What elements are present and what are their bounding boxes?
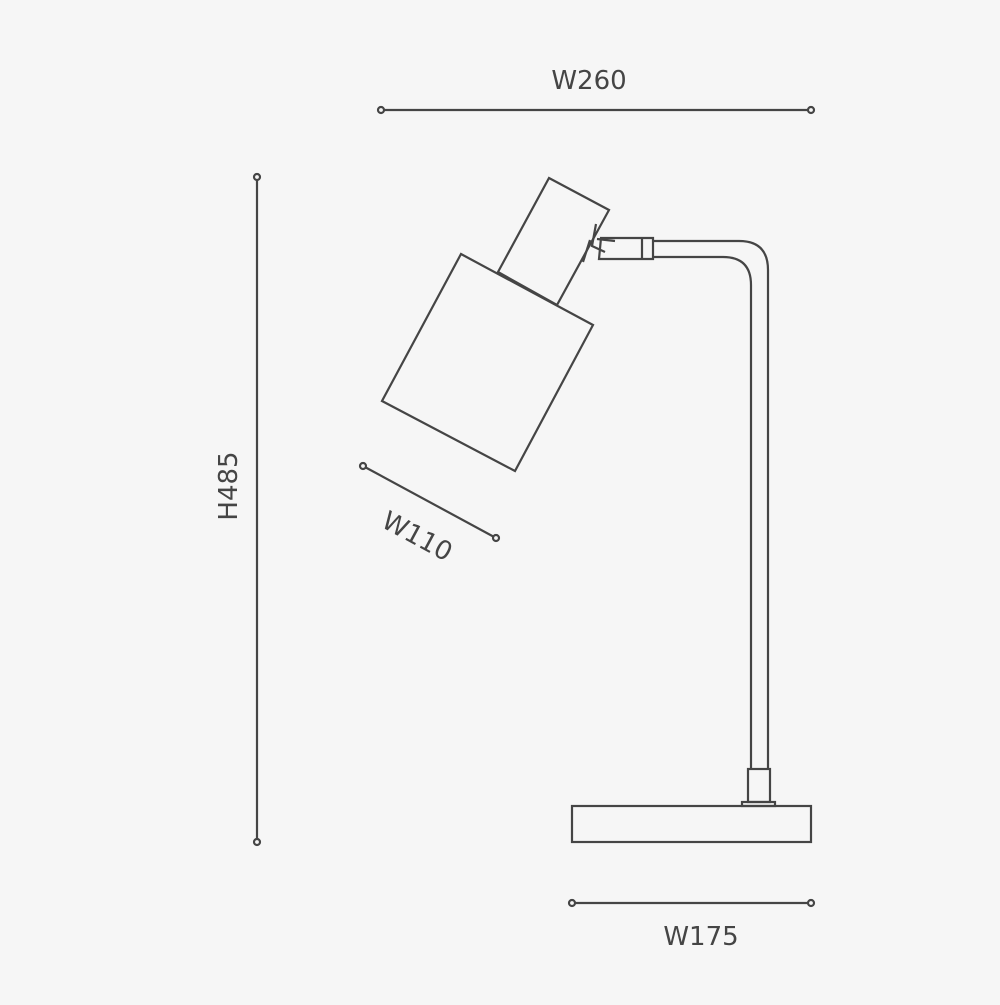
shade-width-endpoint-left	[358, 461, 368, 471]
lamp-arm-inner	[653, 255, 753, 769]
lamp-shade-cap	[496, 176, 611, 307]
base-width-endpoint-right	[806, 898, 816, 908]
base-width-endpoint-left	[567, 898, 577, 908]
height-label: H485	[214, 451, 244, 520]
overall-width-endpoint-right	[806, 105, 816, 115]
lamp-stem-ferrule	[746, 767, 772, 804]
lamp-base	[570, 804, 813, 844]
lamp-joint-edge	[581, 239, 592, 263]
dimension-shade-width: W110	[358, 461, 501, 568]
overall-width-label: W260	[551, 66, 626, 96]
height-endpoint-bottom	[252, 837, 262, 847]
lamp-arm-outer	[653, 239, 770, 769]
lamp-shade-body	[380, 252, 595, 473]
lamp-arm-collar	[597, 236, 655, 261]
height-endpoint-top	[252, 172, 262, 182]
shade-width-label: W110	[377, 506, 458, 568]
dimension-overall-width: W260	[376, 66, 816, 115]
shade-width-endpoint-right	[491, 533, 501, 543]
shade-width-line	[362, 465, 497, 539]
dimension-base-width: W175	[567, 898, 816, 952]
base-width-label: W175	[663, 922, 738, 952]
lamp-outline	[380, 176, 813, 844]
dimension-height: H485	[214, 172, 262, 847]
overall-width-endpoint-left	[376, 105, 386, 115]
